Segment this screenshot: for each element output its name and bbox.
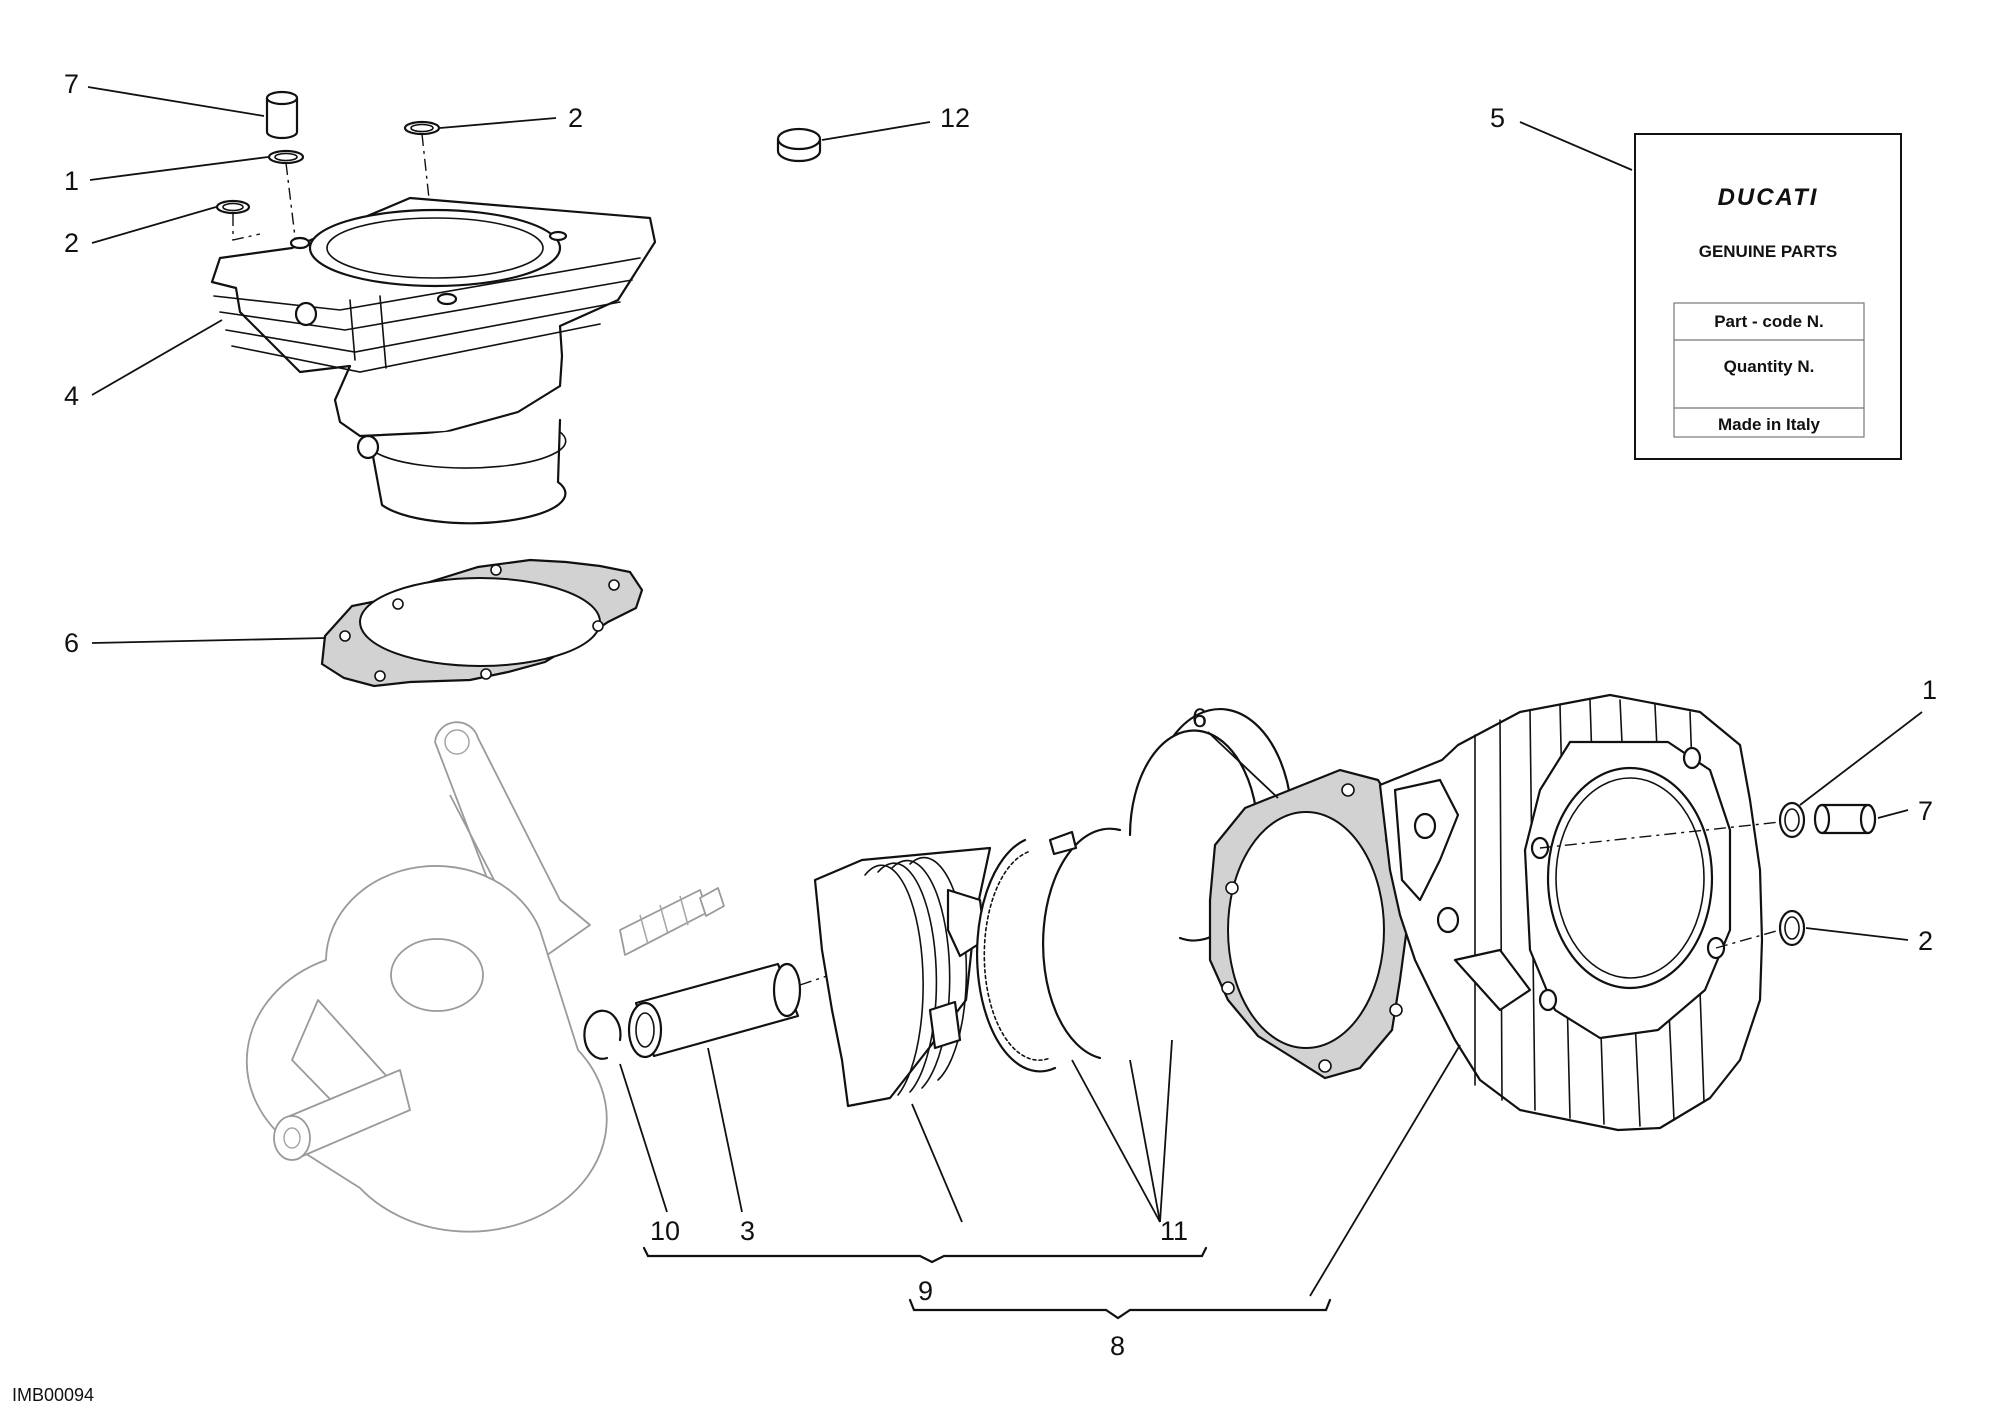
callout-9: 9	[918, 1276, 933, 1306]
top-cylinder-group	[210, 90, 822, 688]
callout-2: 2	[568, 103, 583, 133]
base-gasket	[320, 558, 644, 688]
callout-6: 6	[1192, 703, 1207, 733]
callout-numbers: 7 1 2 2 4 6 12 5 1 7 2 6 10 3 11 9 8 IMB…	[12, 69, 1937, 1405]
callout-10: 10	[650, 1216, 680, 1246]
label-quantity: Quantity N.	[1724, 357, 1815, 376]
callout-12: 12	[940, 103, 970, 133]
o-ring	[403, 120, 441, 136]
label-origin: Made in Italy	[1718, 415, 1821, 434]
callout-5: 5	[1490, 103, 1505, 133]
o-ring	[267, 149, 305, 165]
callout-7: 7	[64, 69, 79, 99]
callout-1: 1	[64, 166, 79, 196]
leader-lines	[87, 86, 1923, 1297]
valve-cap	[776, 127, 822, 163]
piston-ring	[1042, 827, 1122, 1060]
callout-1: 1	[1922, 675, 1937, 705]
circlip	[583, 1009, 622, 1060]
o-ring	[1778, 801, 1806, 839]
cylinder	[1378, 693, 1764, 1132]
o-ring	[1778, 909, 1806, 947]
brand-logo-text: DUCATI	[1718, 184, 1819, 211]
callout-4: 4	[64, 381, 79, 411]
callout-2: 2	[64, 228, 79, 258]
label-subtitle: GENUINE PARTS	[1699, 242, 1838, 261]
callout-6: 6	[64, 628, 79, 658]
o-ring	[215, 199, 251, 215]
group-brace-9	[642, 1246, 1208, 1264]
group-brace-8	[908, 1298, 1332, 1320]
dowel-sleeve	[265, 90, 299, 140]
callout-7: 7	[1918, 796, 1933, 826]
callout-8: 8	[1110, 1331, 1125, 1361]
dowel-sleeve	[1813, 803, 1877, 835]
crankshaft	[245, 721, 725, 1233]
figure-code: IMB00094	[12, 1385, 94, 1405]
genuine-parts-label: DUCATI GENUINE PARTS Part - code N. Quan…	[1634, 133, 1902, 460]
callout-2: 2	[1918, 926, 1933, 956]
piston-ring	[976, 838, 1057, 1073]
callout-3: 3	[740, 1216, 755, 1246]
piston	[813, 846, 992, 1108]
label-part-code: Part - code N.	[1714, 312, 1824, 331]
callout-11: 11	[1160, 1216, 1188, 1246]
cylinder	[210, 196, 657, 525]
head-gasket	[1208, 768, 1422, 1080]
piston-pin	[627, 962, 802, 1059]
